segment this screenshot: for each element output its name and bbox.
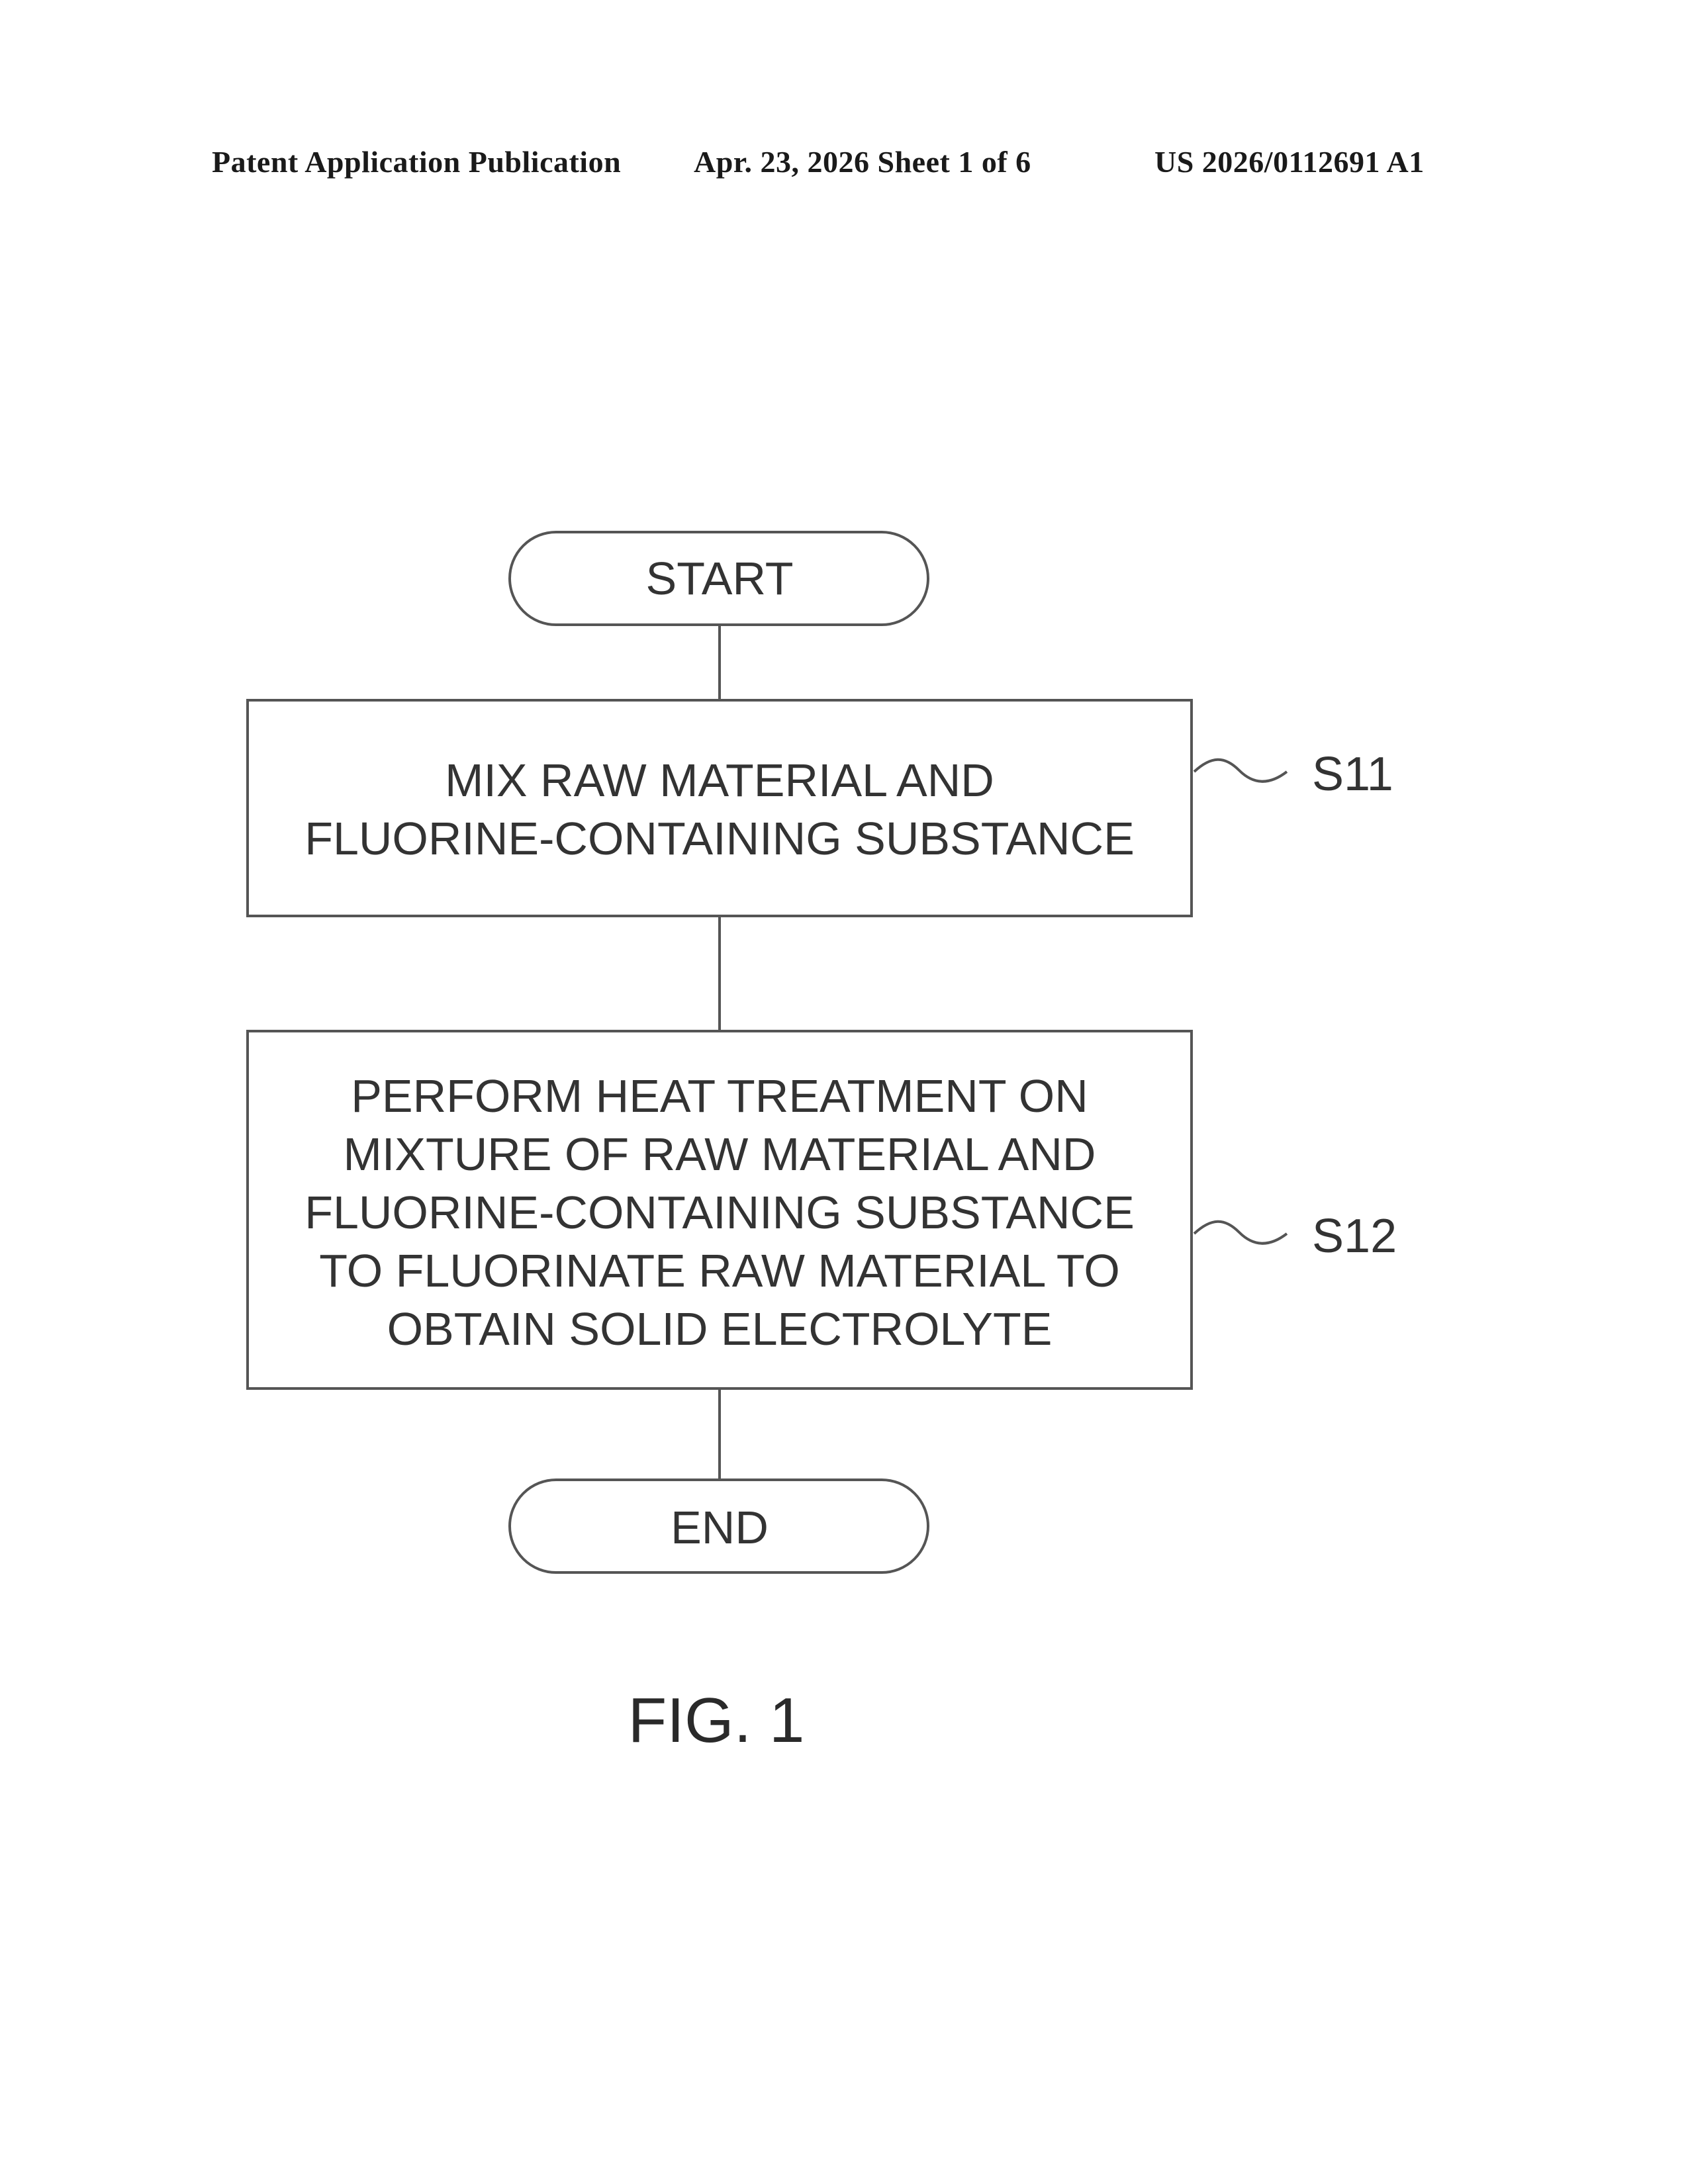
process-step-s11: MIX RAW MATERIAL AND FLUORINE-CONTAINING… — [248, 700, 1192, 916]
figure-label: FIG. 1 — [628, 1685, 805, 1756]
step-s11-line-1: MIX RAW MATERIAL AND — [445, 754, 994, 806]
process-step-s12: PERFORM HEAT TREATMENT ON MIXTURE OF RAW… — [248, 1031, 1192, 1388]
step-s12-line-4: TO FLUORINATE RAW MATERIAL TO — [319, 1245, 1120, 1297]
start-label: START — [646, 553, 794, 604]
start-terminator: START — [510, 532, 928, 625]
end-terminator: END — [510, 1480, 928, 1572]
step-s12-line-2: MIXTURE OF RAW MATERIAL AND — [344, 1128, 1096, 1180]
ref-label-s11: S11 — [1312, 748, 1393, 801]
end-label: END — [671, 1502, 769, 1553]
step-s12-line-5: OBTAIN SOLID ELECTROLYTE — [387, 1303, 1053, 1355]
step-s12-line-3: FLUORINE-CONTAINING SUBSTANCE — [305, 1187, 1135, 1238]
step-s11-line-2: FLUORINE-CONTAINING SUBSTANCE — [305, 813, 1135, 864]
leader-s11 — [1194, 760, 1287, 782]
step-s12-line-1: PERFORM HEAT TREATMENT ON — [351, 1070, 1088, 1122]
ref-label-s12: S12 — [1312, 1210, 1397, 1263]
leader-s12 — [1194, 1222, 1287, 1244]
